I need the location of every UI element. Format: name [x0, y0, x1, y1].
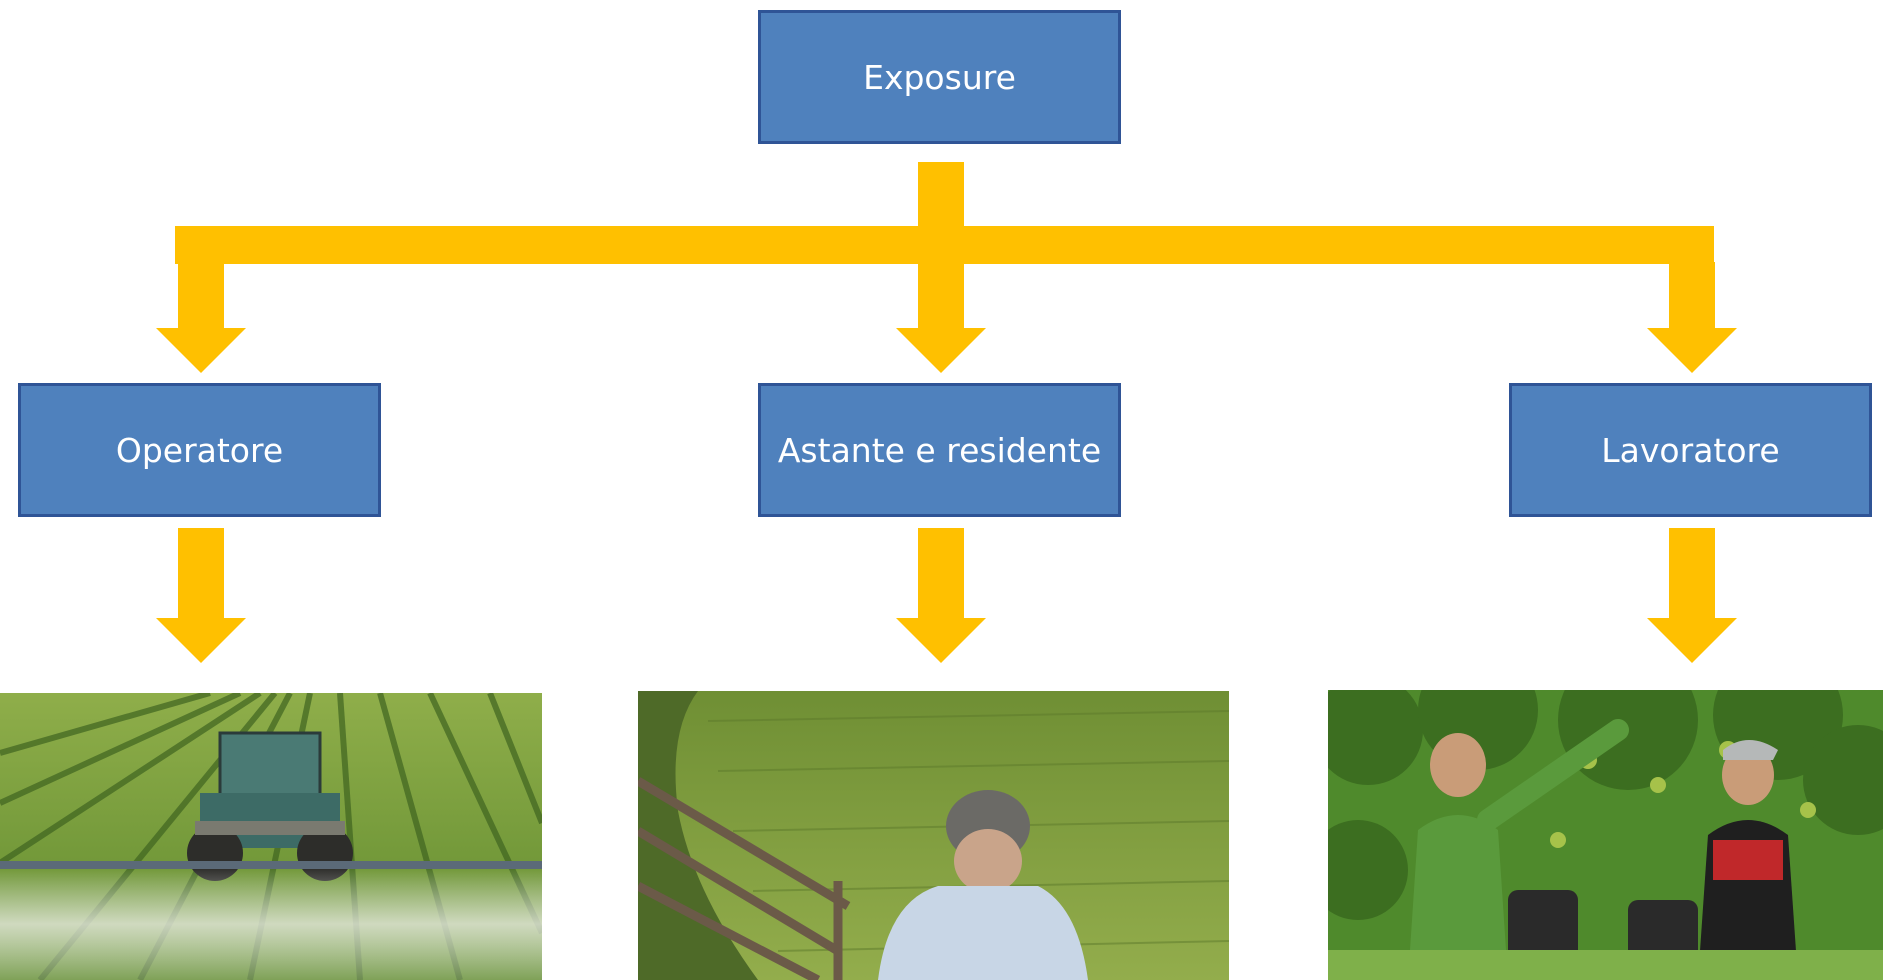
exposure-box: Exposure — [758, 10, 1121, 144]
arrow-head-astante-photo — [896, 618, 986, 663]
arrow-head-operatore-photo — [156, 618, 246, 663]
arrow-shaft-operatore-photo — [178, 528, 224, 618]
tractor-spraying-photo — [0, 693, 542, 980]
workers-orchard-photo — [1328, 690, 1883, 980]
root-stem — [918, 162, 964, 230]
arrow-shaft-lavoratore-photo — [1669, 528, 1715, 618]
arrow-shaft-astante — [918, 262, 964, 328]
bystander-field-photo — [638, 691, 1229, 980]
exposure-label: Exposure — [863, 57, 1016, 97]
arrow-head-astante — [896, 328, 986, 373]
arrow-head-operatore — [156, 328, 246, 373]
arrow-head-lavoratore — [1647, 328, 1737, 373]
operatore-label: Operatore — [115, 430, 284, 470]
astante-residente-label: Astante e residente — [777, 430, 1102, 470]
lavoratore-label: Lavoratore — [1601, 430, 1780, 470]
arrow-head-lavoratore-photo — [1647, 618, 1737, 663]
arrow-shaft-lavoratore — [1669, 262, 1715, 328]
arrow-shaft-astante-photo — [918, 528, 964, 618]
arrow-shaft-operatore — [178, 262, 224, 328]
horizontal-branch — [175, 226, 1714, 264]
operatore-box: Operatore — [18, 383, 381, 517]
astante-residente-box: Astante e residente — [758, 383, 1121, 517]
lavoratore-box: Lavoratore — [1509, 383, 1872, 517]
